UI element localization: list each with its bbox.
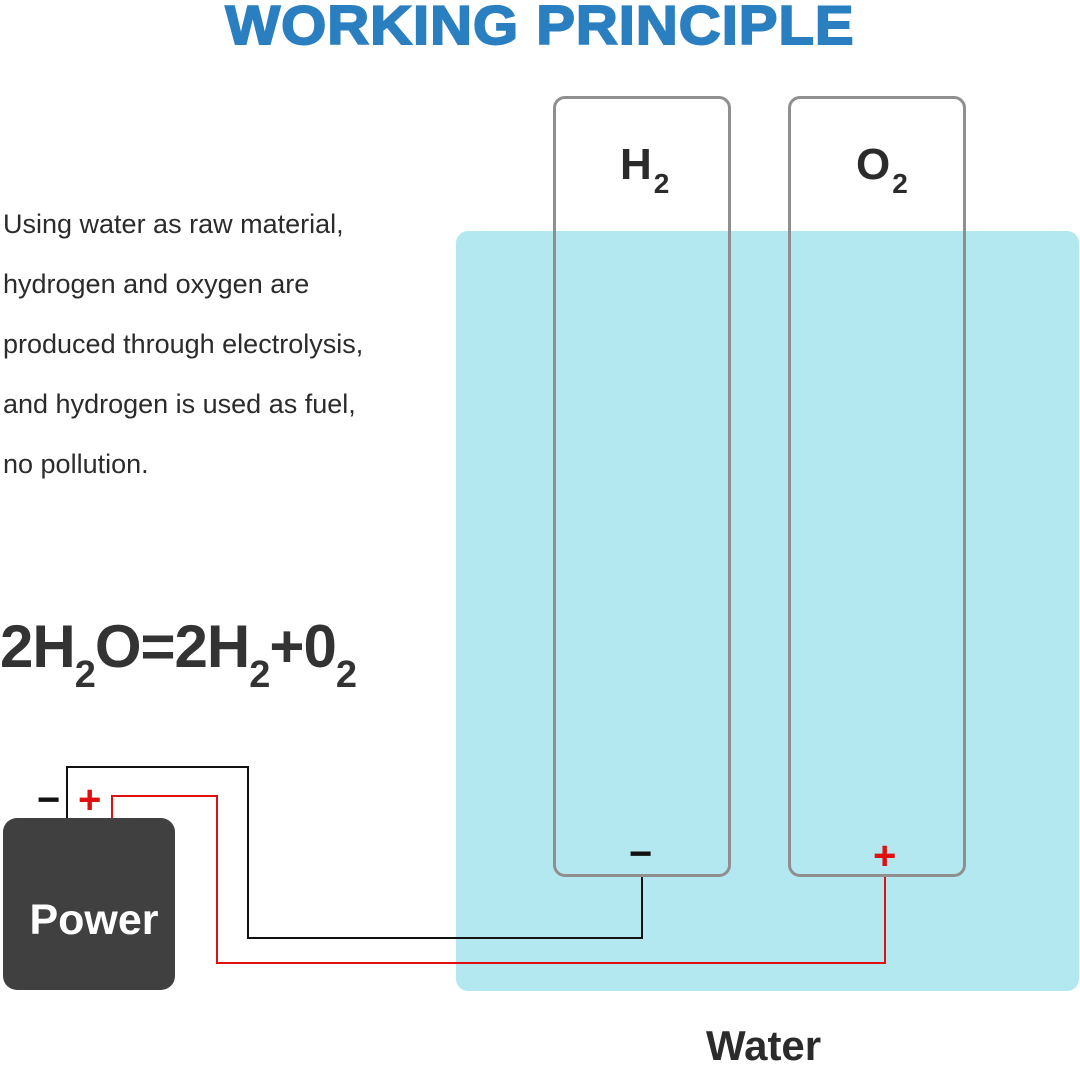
hydrogen-subscript: 2 xyxy=(653,168,670,199)
positive-wire xyxy=(111,795,886,964)
oxygen-subscript: 2 xyxy=(892,168,908,199)
description-text: Using water as raw material, hydrogen an… xyxy=(3,194,443,494)
description-line: Using water as raw material, xyxy=(3,209,344,239)
hydrogen-symbol: H xyxy=(620,140,652,189)
power-label: Power xyxy=(29,896,159,944)
hydrogen-tube xyxy=(553,96,731,877)
equation-part: O=2H xyxy=(94,613,250,680)
description-line: and hydrogen is used as fuel, xyxy=(3,389,356,419)
description-line: hydrogen and oxygen are xyxy=(3,269,310,299)
hydrogen-label: H2 xyxy=(620,140,669,199)
oxygen-symbol: O xyxy=(856,140,891,189)
equation-part: 2H xyxy=(0,613,76,680)
description-line: no pollution. xyxy=(3,449,149,479)
oxygen-tube xyxy=(788,96,966,877)
equation-subscript: 2 xyxy=(74,654,96,696)
diagram-title: WORKING PRINCIPLE xyxy=(224,0,855,57)
equation-subscript: 2 xyxy=(335,654,357,696)
power-source xyxy=(3,818,175,990)
equation-part: +0 xyxy=(269,613,336,680)
negative-wire xyxy=(66,766,643,939)
chemical-equation: 2H2O=2H2+02 xyxy=(0,612,357,696)
oxygen-label: O2 xyxy=(856,140,908,199)
equation-subscript: 2 xyxy=(249,654,270,696)
anode-plus-icon: + xyxy=(873,834,897,878)
power-positive-terminal-icon: + xyxy=(78,778,102,822)
water-tank xyxy=(456,231,1079,991)
water-label: Water xyxy=(706,1022,822,1069)
cathode-minus-icon: − xyxy=(629,832,653,876)
description-line: produced through electrolysis, xyxy=(3,329,364,359)
power-negative-terminal-icon: − xyxy=(37,778,61,822)
